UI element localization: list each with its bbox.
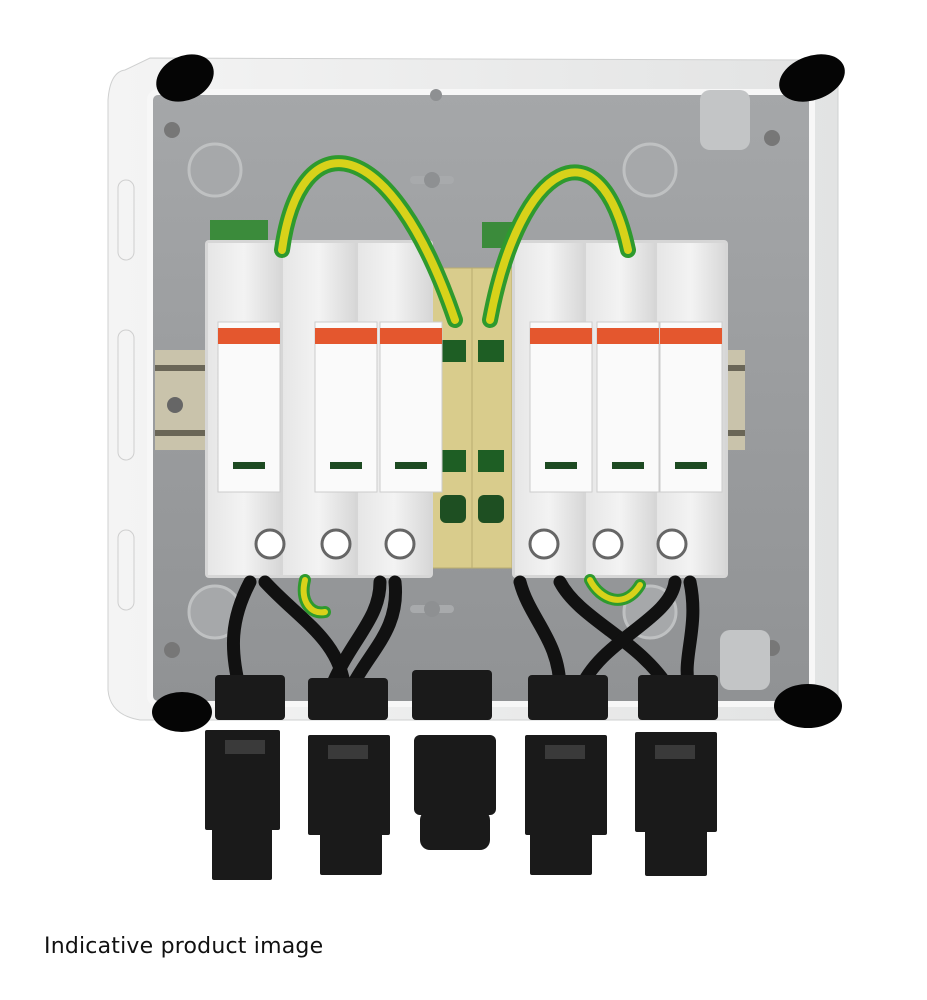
earth-terminal-block — [431, 267, 513, 569]
dc-cables — [227, 575, 700, 697]
spd-unit-right — [512, 240, 728, 578]
spd-unit-left — [205, 240, 443, 578]
connectors — [205, 670, 718, 880]
corner-screws — [152, 54, 845, 732]
surge-protection-box-illustration — [107, 54, 845, 880]
earth-wires — [274, 155, 646, 619]
image-caption: Indicative product image — [44, 934, 324, 959]
